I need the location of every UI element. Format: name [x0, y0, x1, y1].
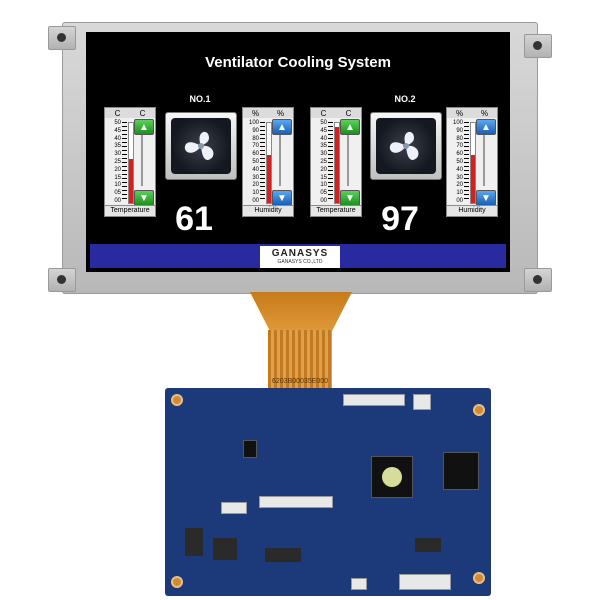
fan1-label: NO.1 [189, 94, 211, 104]
fan2-button[interactable] [370, 112, 442, 180]
mount-tab-top-right [524, 34, 552, 58]
chevron-down-icon: ▼ [345, 192, 355, 204]
humidity-down-button[interactable]: ▼ [476, 190, 496, 206]
connector [413, 394, 431, 410]
unit-label: C [320, 108, 327, 118]
driver-board [165, 388, 491, 596]
brand-logo: GANASYS GANASYS CO.,LTD [260, 246, 340, 268]
io-connector [399, 574, 451, 590]
component [415, 538, 441, 552]
fan-icon [184, 131, 214, 160]
page-title: Ventilator Cooling System [205, 54, 391, 71]
temp-up-button[interactable]: ▲ [340, 119, 360, 135]
unit-label: C [114, 108, 121, 118]
humidity-label: Humidity [242, 205, 294, 217]
humidity-label: Humidity [446, 205, 498, 217]
humidity-up-button[interactable]: ▲ [272, 119, 292, 135]
component [213, 538, 237, 560]
humidity-fill [471, 155, 475, 203]
mount-tab-top-left [48, 26, 76, 50]
mount-pad [171, 394, 183, 406]
chevron-down-icon: ▼ [277, 192, 287, 204]
part-number: 6203B00035E000 [272, 378, 329, 385]
fan1-button[interactable] [165, 112, 237, 180]
unit-label: C [139, 108, 146, 118]
mount-pad [473, 404, 485, 416]
mount-tab-bottom-left [48, 268, 76, 292]
fan1-value: 61 [175, 200, 213, 238]
humidity-tube [470, 122, 476, 204]
fpc-connector [343, 394, 405, 406]
chevron-up-icon: ▲ [139, 121, 149, 133]
ic-chip [243, 440, 257, 458]
chevron-down-icon: ▼ [481, 192, 491, 204]
chevron-up-icon: ▲ [345, 121, 355, 133]
thermometer-fill [335, 127, 339, 203]
thermometer-tube [128, 122, 134, 204]
component [185, 528, 203, 556]
chevron-down-icon: ▼ [139, 192, 149, 204]
mount-pad [171, 576, 183, 588]
unit-label: % [480, 108, 489, 118]
unit-label: % [276, 108, 285, 118]
fan-icon [389, 131, 419, 160]
temperature-label: Temperature [310, 205, 362, 217]
temperature-label: Temperature [104, 205, 156, 217]
connector [221, 502, 247, 514]
temp-up-button[interactable]: ▲ [134, 119, 154, 135]
mount-tab-bottom-right [524, 268, 552, 292]
ic-chip [443, 452, 479, 490]
chevron-up-icon: ▲ [481, 121, 491, 133]
humidity-fill [267, 155, 271, 203]
humidity-tube [266, 122, 272, 204]
lcd-connector [259, 496, 333, 508]
flex-cable-top [250, 292, 352, 332]
unit-label: % [455, 108, 464, 118]
unit-label: % [251, 108, 260, 118]
fan2-value: 97 [381, 200, 419, 238]
fan2-label: NO.2 [394, 94, 416, 104]
chevron-up-icon: ▲ [277, 121, 287, 133]
main-chip [371, 456, 413, 498]
thermometer-tube [334, 122, 340, 204]
usb-port [351, 578, 367, 590]
component [265, 548, 301, 562]
thermometer-fill [129, 159, 133, 203]
mount-pad [473, 572, 485, 584]
unit-label: C [345, 108, 352, 118]
humidity-up-button[interactable]: ▲ [476, 119, 496, 135]
humidity-down-button[interactable]: ▼ [272, 190, 292, 206]
